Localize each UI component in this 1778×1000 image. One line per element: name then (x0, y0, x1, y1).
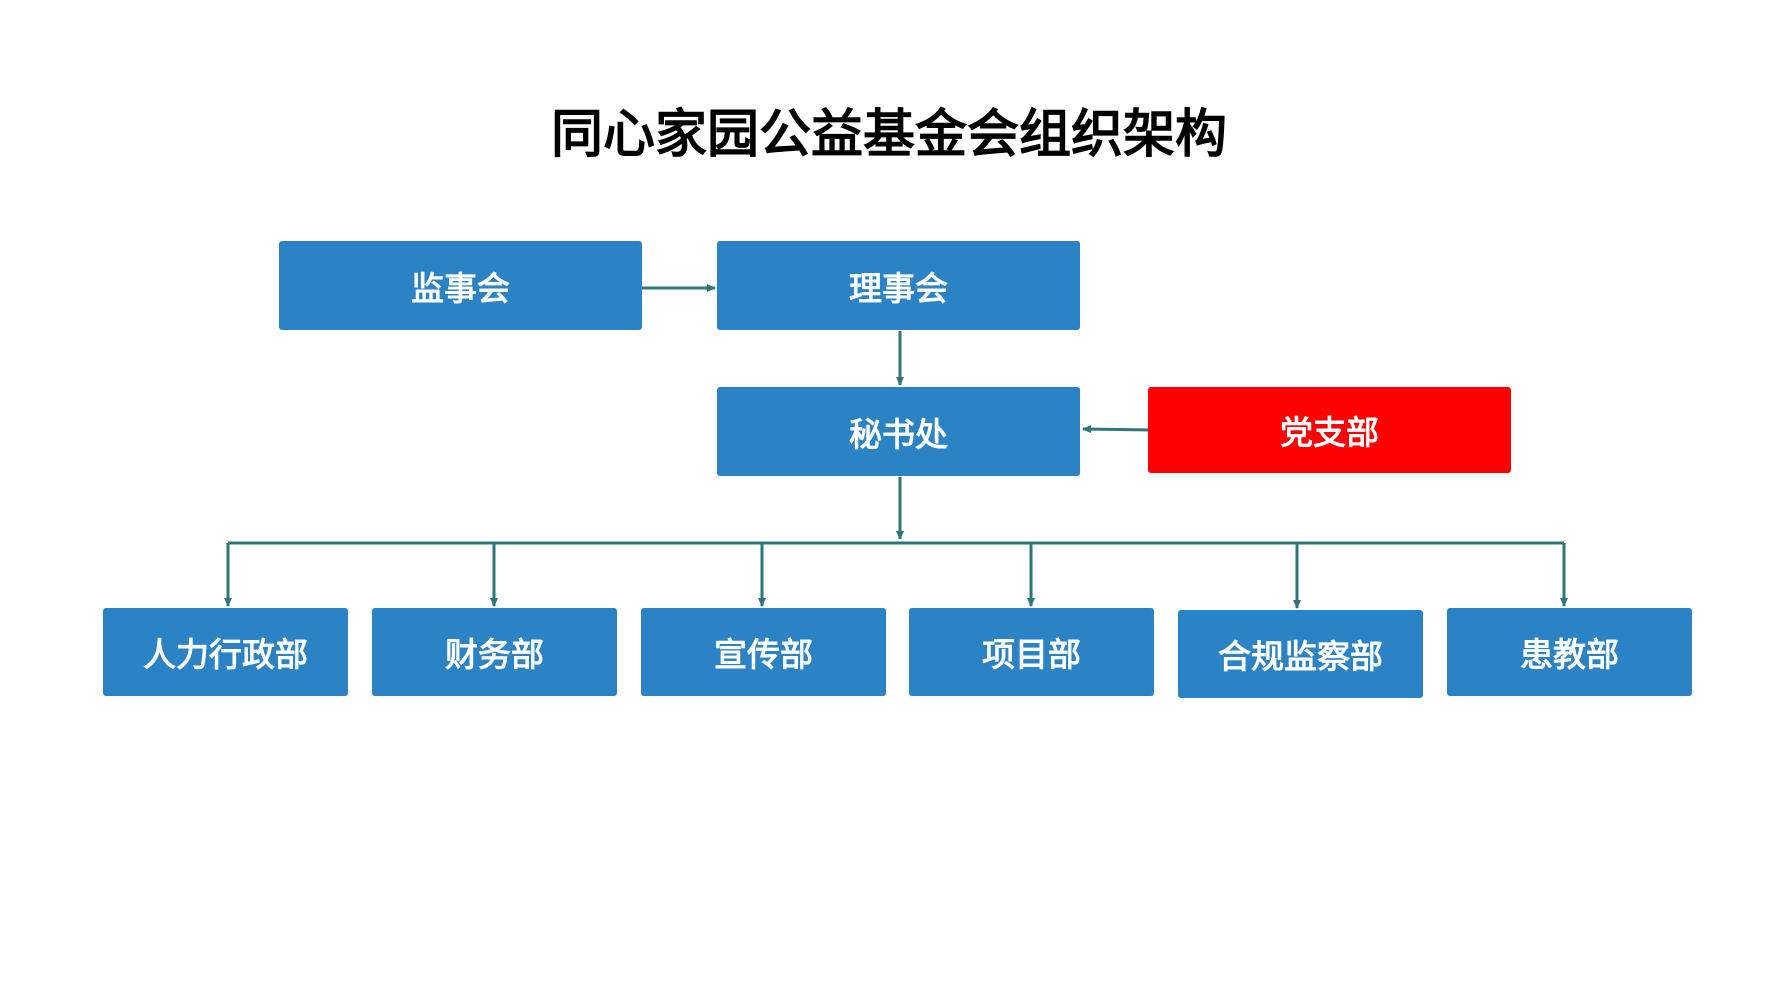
node-dept-publicity: 宣传部 (641, 608, 886, 696)
page-title: 同心家园公益基金会组织架构 (550, 105, 1227, 165)
node-dept-patient-education: 患教部 (1447, 608, 1692, 696)
node-dept-projects: 项目部 (909, 608, 1154, 696)
node-dept-finance: 财务部 (372, 608, 617, 696)
node-board: 理事会 (717, 241, 1080, 330)
node-secretariat: 秘书处 (717, 387, 1080, 476)
node-dept-compliance: 合规监察部 (1178, 610, 1423, 698)
node-supervisors: 监事会 (279, 241, 642, 330)
node-dept-hr-admin: 人力行政部 (103, 608, 348, 696)
arrow-party-to-secretariat (1082, 425, 1150, 434)
node-party-branch: 党支部 (1148, 387, 1511, 473)
